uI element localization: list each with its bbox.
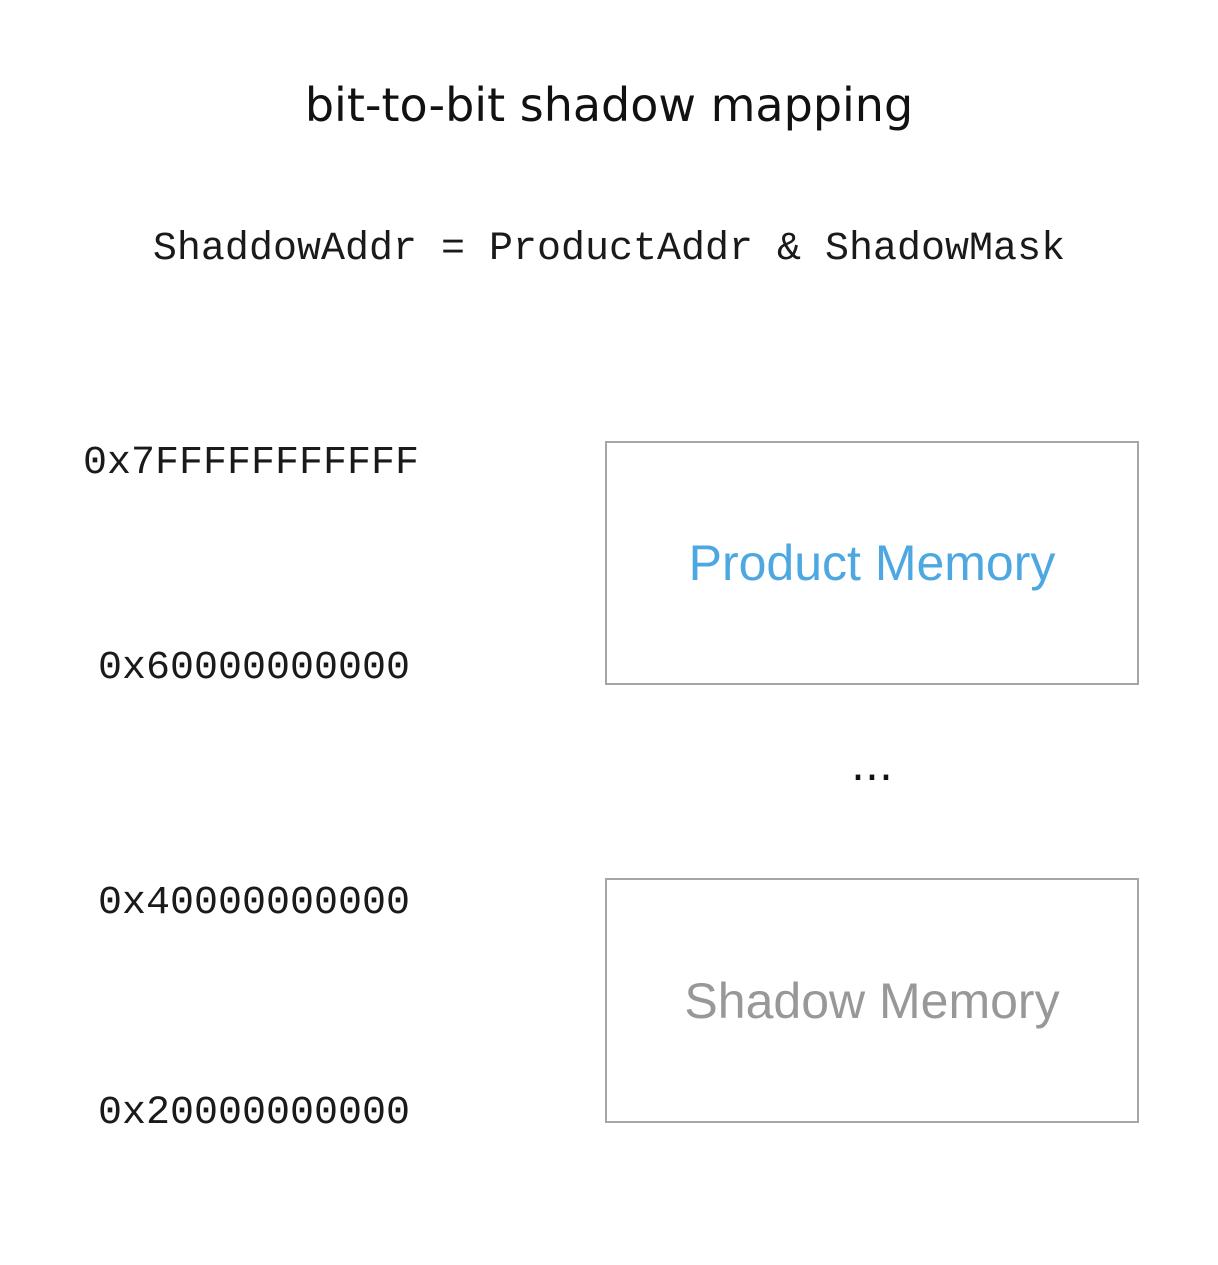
address-label-product-low: 0x60000000000 [98, 646, 411, 691]
address-label-shadow-high: 0x40000000000 [98, 881, 411, 926]
shadow-memory-box: Shadow Memory [605, 878, 1139, 1123]
address-label-shadow-low: 0x20000000000 [98, 1091, 411, 1136]
shadow-memory-label: Shadow Memory [684, 972, 1060, 1029]
product-memory-box: Product Memory [605, 441, 1139, 685]
shadow-address-formula: ShaddowAddr = ProductAddr & ShadowMask [152, 227, 1066, 272]
ellipsis-between-regions: ... [851, 740, 893, 791]
address-label-top: 0x7FFFFFFFFFFF [83, 441, 420, 486]
product-memory-label: Product Memory [688, 535, 1056, 591]
diagram-title: bit-to-bit shadow mapping [304, 78, 914, 132]
